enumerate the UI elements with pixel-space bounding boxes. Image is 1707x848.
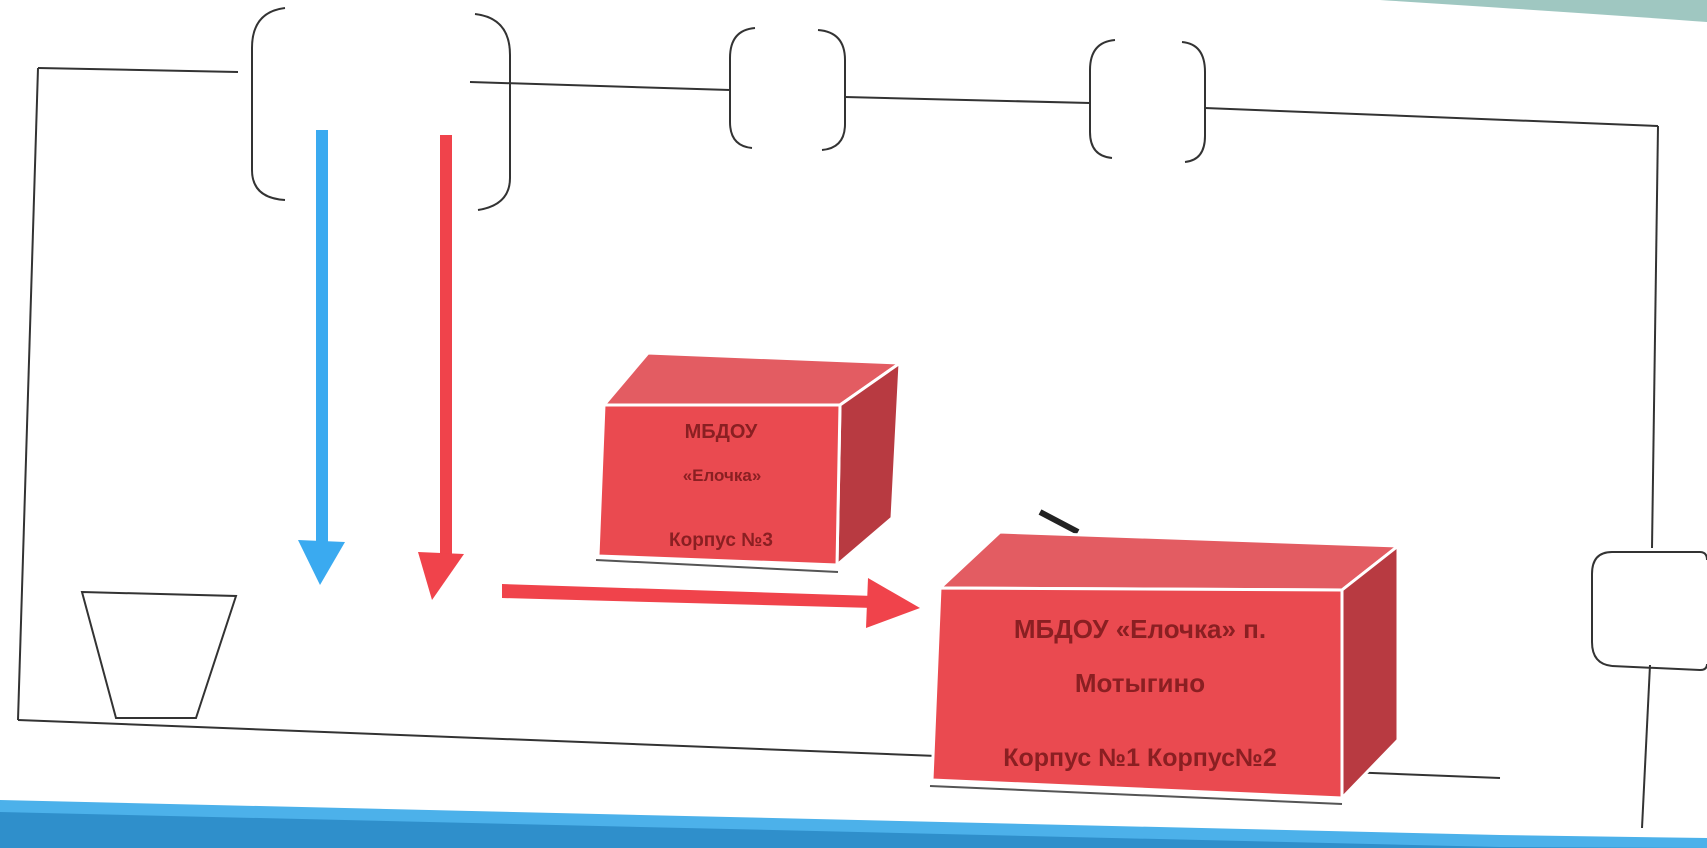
- building-main-label-line1: МБДОУ «Елочка» п.: [1014, 614, 1266, 644]
- building-korpus-3: МБДОУ «Елочка» Корпус №3: [595, 351, 905, 573]
- building-main-top: [936, 530, 1403, 592]
- marker-dash: [1038, 509, 1080, 535]
- waste-container: [80, 590, 238, 719]
- red-arrow-down: [418, 135, 464, 600]
- gate-right: [1089, 39, 1206, 163]
- boundary-right-lower: [1641, 664, 1651, 829]
- gate-east: [1591, 551, 1707, 672]
- building-main-front: [930, 586, 1344, 800]
- boundary-top-right: [1204, 107, 1659, 127]
- building-main-side: [1340, 542, 1400, 802]
- red-arrow-right: [502, 578, 920, 628]
- building-main-label-line2: Мотыгино: [1075, 668, 1205, 698]
- blue-arrow-down: [298, 130, 345, 585]
- boundary-left: [17, 67, 39, 721]
- boundary-top-middle: [469, 81, 731, 91]
- bottom-road-band-edge: [0, 812, 1707, 848]
- building-korpus-3-label-line1: МБДОУ: [685, 421, 758, 443]
- building-main: МБДОУ «Елочка» п. Мотыгино Корпус №1 Кор…: [929, 530, 1403, 805]
- building-korpus-3-front: [596, 403, 842, 567]
- boundary-top-left: [37, 67, 239, 73]
- gate-middle: [729, 27, 846, 151]
- gate-large: [251, 7, 511, 211]
- boundary-top-between-gates: [844, 96, 1091, 104]
- boundary-right-upper: [1651, 125, 1659, 549]
- building-main-label-line3: Корпус №1 Корпус№2: [1003, 744, 1277, 772]
- building-korpus-3-label-line2: «Елочка»: [683, 466, 762, 485]
- building-korpus-3-label-line3: Корпус №3: [669, 530, 773, 551]
- frame-corner-top-right: [1380, 0, 1707, 22]
